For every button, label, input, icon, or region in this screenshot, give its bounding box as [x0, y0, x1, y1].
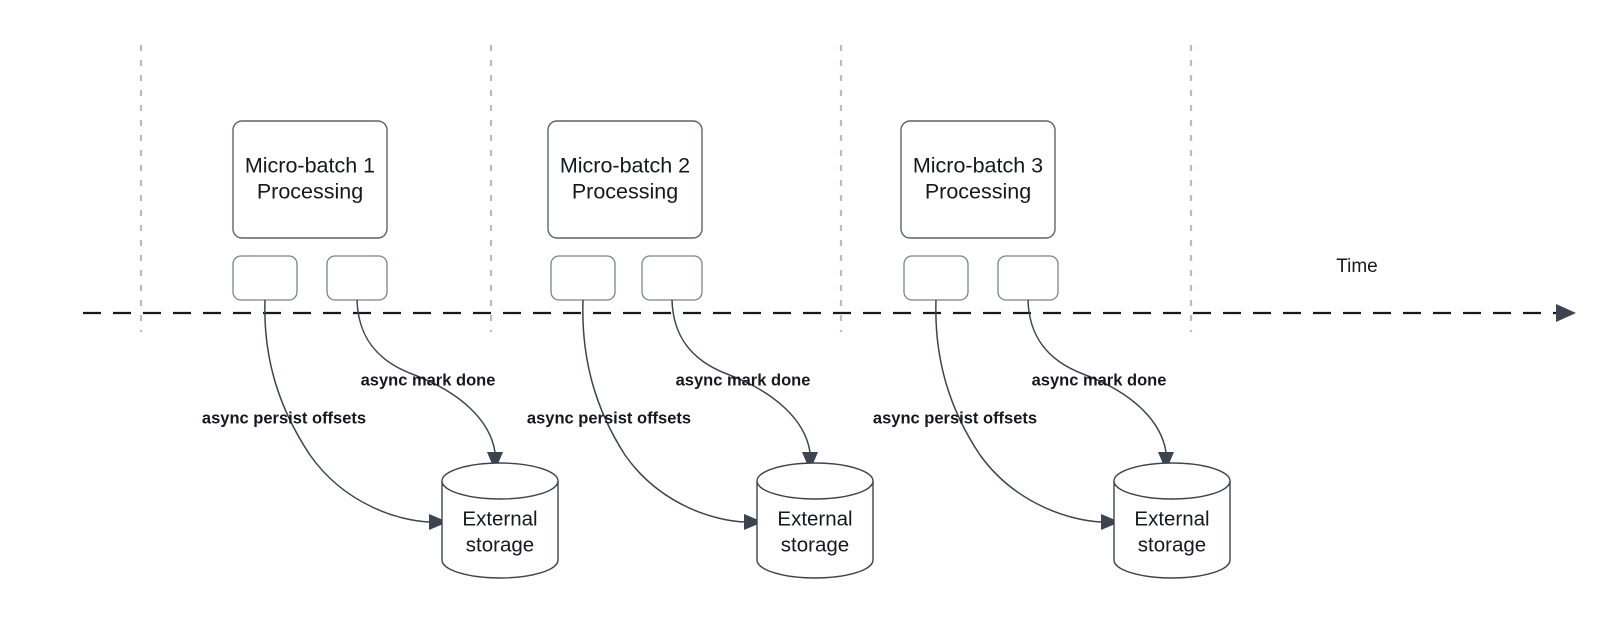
external-storage-1-label-line1: External	[462, 507, 537, 530]
microbatch-2-box[interactable]	[547, 120, 703, 239]
group-2: Micro-batch 2 Processing async persist o…	[527, 120, 874, 579]
external-storage-3-top	[1113, 462, 1231, 500]
external-storage-2-label-line1: External	[777, 507, 852, 530]
microbatch-3-persist-offsets-connector	[935, 299, 1103, 523]
external-storage-3-label-line1: External	[1134, 507, 1209, 530]
microbatch-1-task-box-2[interactable]	[326, 255, 388, 301]
microbatch-2-label-line2: Processing	[572, 180, 678, 204]
external-storage-1-top	[441, 462, 559, 500]
microbatch-1-persist-offsets-label: async persist offsets	[202, 409, 366, 427]
microbatch-2-persist-offsets-connector	[582, 299, 746, 523]
external-storage-2-top	[756, 462, 874, 500]
microbatch-2-persist-offsets-label: async persist offsets	[527, 409, 691, 427]
microbatch-3-label-line2: Processing	[925, 180, 1031, 204]
microbatch-3-persist-offsets-label: async persist offsets	[873, 409, 1037, 427]
time-axis-label: Time	[1336, 256, 1378, 277]
microbatch-3-mark-done-connector	[1027, 299, 1167, 453]
microbatch-1-mark-done-connector	[356, 299, 496, 453]
external-storage-3-body	[1113, 481, 1231, 579]
timeline-axis: Time	[83, 256, 1576, 322]
microbatch-1-label-line2: Processing	[257, 180, 363, 204]
external-storage-3[interactable]: External storage	[1113, 462, 1231, 579]
external-storage-2[interactable]: External storage	[756, 462, 874, 579]
microbatch-3-box[interactable]	[900, 120, 1056, 239]
external-storage-2-body	[756, 481, 874, 579]
external-storage-1-label-line2: storage	[466, 533, 534, 556]
microbatch-3-mark-done-arrowhead	[1158, 452, 1174, 471]
microbatch-2-task-box-2[interactable]	[641, 255, 703, 301]
gridline-group	[139, 45, 1193, 332]
microbatch-1-box[interactable]	[232, 120, 388, 239]
external-storage-3-label-line2: storage	[1138, 533, 1206, 556]
microbatch-1-persist-offsets-connector	[264, 299, 431, 523]
microbatch-2-mark-done-connector	[671, 299, 811, 453]
microbatch-1-persist-offsets-arrowhead	[429, 514, 448, 530]
group-3: Micro-batch 3 Processing async persist o…	[873, 120, 1231, 579]
microbatch-3-task-box-2[interactable]	[997, 255, 1059, 301]
microbatch-3-persist-offsets-arrowhead	[1101, 514, 1120, 530]
microbatch-3-task-box-1[interactable]	[903, 255, 969, 301]
microbatch-1-mark-done-arrowhead	[487, 452, 503, 471]
microbatch-2-label-line1: Micro-batch 2	[560, 154, 690, 178]
microbatch-2-persist-offsets-arrowhead	[744, 514, 763, 530]
microbatch-3-mark-done-label: async mark done	[1032, 371, 1167, 389]
microbatch-2-mark-done-label: async mark done	[676, 371, 811, 389]
microbatch-2-mark-done-arrowhead	[802, 452, 818, 471]
microbatch-3-label-line1: Micro-batch 3	[913, 154, 1043, 178]
microbatch-1-mark-done-label: async mark done	[361, 371, 496, 389]
external-storage-1[interactable]: External storage	[441, 462, 559, 579]
microbatch-1-task-box-1[interactable]	[232, 255, 298, 301]
external-storage-1-body	[441, 481, 559, 579]
group-1: Micro-batch 1 Processing async persist o…	[202, 120, 559, 579]
microbatch-1-label-line1: Micro-batch 1	[245, 154, 375, 178]
timeline-arrowhead	[1556, 304, 1576, 322]
microbatch-2-task-box-1[interactable]	[550, 255, 616, 301]
external-storage-2-label-line2: storage	[781, 533, 849, 556]
